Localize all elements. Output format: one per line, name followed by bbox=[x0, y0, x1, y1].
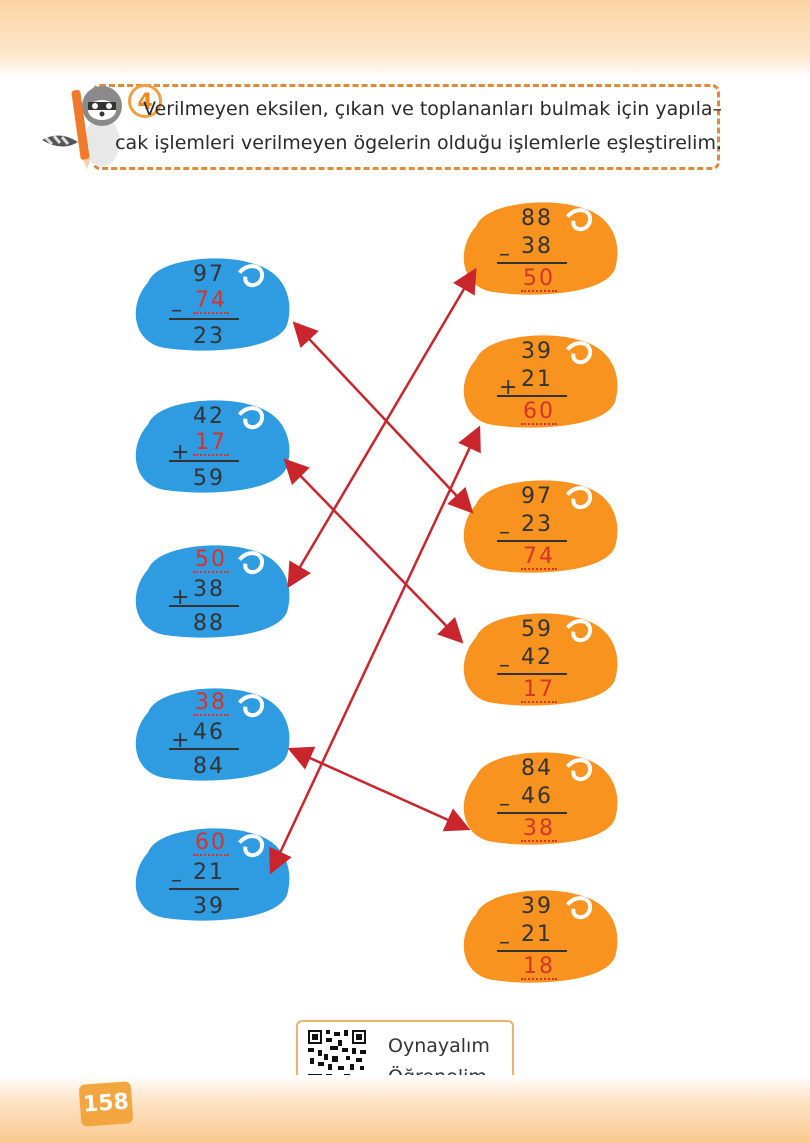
sum-line bbox=[497, 395, 567, 397]
bubble-shape bbox=[459, 609, 622, 710]
top-number: 38 bbox=[193, 690, 229, 716]
mid-number: 38 bbox=[193, 577, 225, 602]
bubble-shape bbox=[131, 254, 294, 355]
curl-icon bbox=[237, 694, 265, 718]
matching-arrow-2 bbox=[283, 458, 464, 644]
raccoon-mascot-icon bbox=[42, 86, 122, 170]
curl-icon bbox=[565, 758, 593, 782]
sum-line bbox=[497, 262, 567, 264]
bottom-number: 39 bbox=[193, 894, 225, 919]
bottom-number: 23 bbox=[193, 324, 225, 349]
operator-sign: + bbox=[171, 585, 190, 610]
right-bubble-4[interactable]: 59 42 17– bbox=[450, 603, 628, 715]
operator-sign: + bbox=[171, 440, 190, 465]
instruction-text: Verilmeyen eksilen, çıkan ve toplananlar… bbox=[82, 92, 722, 160]
mid-number: 38 bbox=[521, 234, 553, 259]
bottom-number: 60 bbox=[521, 399, 557, 425]
step-number-badge: 4 bbox=[128, 84, 162, 118]
bottom-footer-band bbox=[0, 1075, 810, 1143]
curl-icon bbox=[237, 551, 265, 575]
top-number: 50 bbox=[193, 547, 229, 573]
operator-sign: – bbox=[499, 930, 510, 955]
operator-sign: – bbox=[499, 653, 510, 678]
matching-arrow-4 bbox=[287, 746, 471, 832]
curl-icon bbox=[237, 834, 265, 858]
operator-sign: – bbox=[499, 242, 510, 267]
sum-line bbox=[169, 318, 239, 320]
mid-number: 21 bbox=[521, 922, 553, 947]
curl-icon bbox=[565, 341, 593, 365]
top-number: 88 bbox=[521, 206, 553, 231]
bubble-shape bbox=[459, 886, 622, 987]
sum-line bbox=[169, 888, 239, 890]
right-bubble-2[interactable]: 39 21 60+ bbox=[450, 325, 628, 437]
qr-label-line-1: Oynayalım bbox=[388, 1035, 490, 1057]
curl-icon bbox=[565, 896, 593, 920]
top-number: 42 bbox=[193, 404, 225, 429]
top-number: 97 bbox=[521, 484, 553, 509]
bubble-shape bbox=[131, 824, 294, 925]
bottom-number: 74 bbox=[521, 544, 557, 570]
operator-sign: + bbox=[171, 728, 190, 753]
sum-line bbox=[169, 605, 239, 607]
bottom-number: 18 bbox=[521, 954, 557, 980]
mid-number: 46 bbox=[193, 720, 225, 745]
bottom-number: 84 bbox=[193, 754, 225, 779]
mid-number: 21 bbox=[193, 860, 225, 885]
mid-number: 46 bbox=[521, 784, 553, 809]
top-number: 60 bbox=[193, 830, 229, 856]
curl-icon bbox=[565, 486, 593, 510]
bottom-number: 50 bbox=[521, 266, 557, 292]
right-bubble-6[interactable]: 39 21 18– bbox=[450, 880, 628, 992]
mid-number: 74 bbox=[193, 288, 229, 314]
sum-line bbox=[169, 460, 239, 462]
matching-arrow-3 bbox=[287, 267, 477, 589]
bottom-number: 17 bbox=[521, 677, 557, 703]
operator-sign: – bbox=[171, 868, 182, 893]
matching-arrow-1 bbox=[292, 321, 474, 514]
sum-line bbox=[497, 540, 567, 542]
operator-sign: + bbox=[499, 375, 518, 400]
instruction-line-1: Verilmeyen eksilen, çıkan ve toplananlar… bbox=[143, 98, 722, 120]
top-header-band bbox=[0, 0, 810, 78]
sum-line bbox=[497, 950, 567, 952]
top-number: 59 bbox=[521, 617, 553, 642]
curl-icon bbox=[565, 208, 593, 232]
top-number: 39 bbox=[521, 894, 553, 919]
top-number: 39 bbox=[521, 339, 553, 364]
operator-sign: – bbox=[499, 520, 510, 545]
bottom-number: 38 bbox=[521, 816, 557, 842]
operator-sign: – bbox=[171, 298, 182, 323]
sum-line bbox=[497, 673, 567, 675]
matching-arrow-5 bbox=[269, 425, 481, 875]
curl-icon bbox=[237, 406, 265, 430]
top-number: 84 bbox=[521, 756, 553, 781]
bottom-number: 59 bbox=[193, 466, 225, 491]
page-number: 158 bbox=[78, 1081, 134, 1127]
curl-icon bbox=[237, 264, 265, 288]
operator-sign: – bbox=[499, 792, 510, 817]
curl-icon bbox=[565, 619, 593, 643]
sum-line bbox=[497, 812, 567, 814]
top-number: 97 bbox=[193, 262, 225, 287]
instruction-box bbox=[92, 84, 720, 170]
mid-number: 17 bbox=[193, 430, 229, 456]
mid-number: 23 bbox=[521, 512, 553, 537]
sum-line bbox=[169, 748, 239, 750]
left-bubble-5[interactable]: 60 21 39– bbox=[122, 818, 300, 930]
bottom-number: 88 bbox=[193, 611, 225, 636]
instruction-line-2: cak işlemleri verilmeyen ögelerin olduğu… bbox=[115, 132, 722, 154]
mid-number: 21 bbox=[521, 367, 553, 392]
mid-number: 42 bbox=[521, 645, 553, 670]
